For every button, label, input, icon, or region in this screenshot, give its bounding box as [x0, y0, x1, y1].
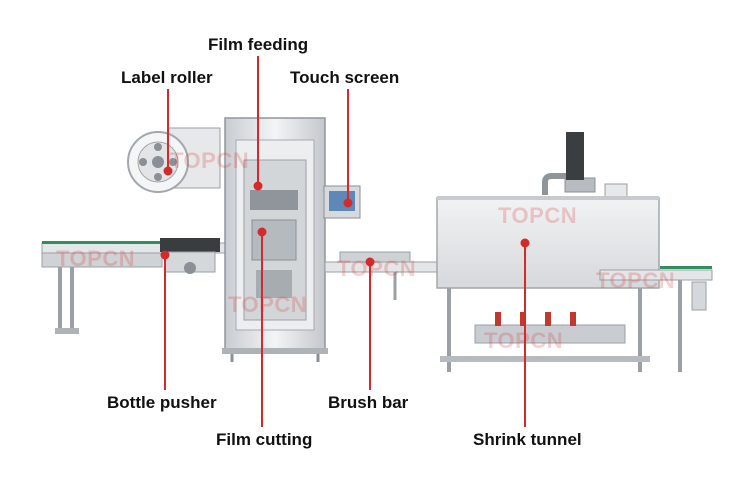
callout-dot-brush-bar: [365, 257, 375, 267]
label-brush-bar: Brush bar: [328, 393, 409, 412]
watermark-text: TOPCN: [56, 246, 136, 271]
callout-dot-touch-screen: [343, 198, 353, 208]
label-bottle-pusher: Bottle pusher: [107, 393, 217, 412]
callout-lines: [160, 56, 530, 427]
watermark-text: TOPCN: [337, 256, 417, 281]
callout-dot-label-roller: [163, 166, 173, 176]
callout-dot-shrink-tunnel: [520, 238, 530, 248]
watermark-text: TOPCN: [484, 328, 564, 353]
touch-screen: [323, 185, 361, 219]
left-conveyor: [41, 241, 228, 334]
bottle-pusher: [160, 238, 220, 274]
label-film-feeding: Film feeding: [208, 35, 309, 54]
label-label-roller: Label roller: [121, 68, 213, 87]
middle-conveyor: [324, 251, 446, 300]
watermark-text: TOPCN: [498, 203, 578, 228]
label-film-cutting: Film cutting: [216, 430, 313, 449]
callout-dot-film-cutting: [257, 227, 267, 237]
right-conveyor: [599, 266, 713, 372]
callout-dot-film-feeding: [253, 181, 263, 191]
label-touch-screen: Touch screen: [290, 68, 400, 87]
watermark-text: TOPCN: [596, 268, 676, 293]
label-shrink-tunnel: Shrink tunnel: [473, 430, 582, 449]
callout-dot-bottle-pusher: [160, 250, 170, 260]
watermark-text: TOPCN: [228, 292, 308, 317]
watermark-text: TOPCN: [170, 148, 250, 173]
